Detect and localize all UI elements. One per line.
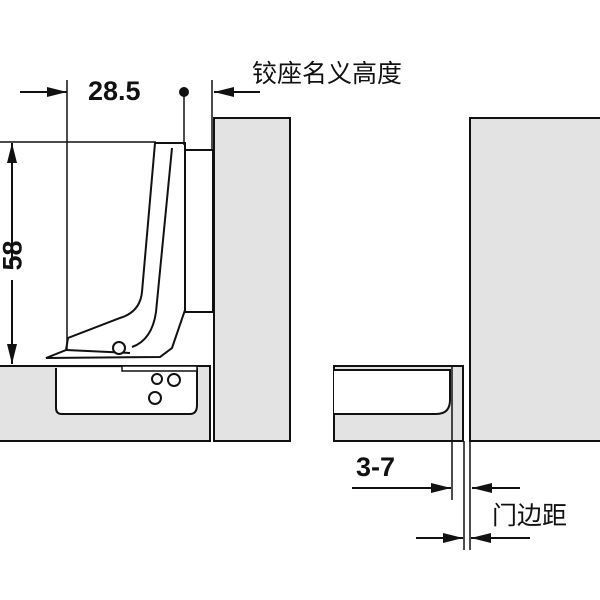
screw-hole: [167, 373, 181, 387]
screw-hole: [148, 391, 162, 405]
hinge-base-height-label: 铰座名义高度: [252, 59, 403, 88]
screw-hole: [151, 373, 163, 385]
overlay-range-label: 3-7: [356, 452, 396, 482]
cabinet-side-panel-left: [213, 117, 291, 442]
dot-icon: [179, 87, 189, 97]
mounting-plate: [184, 149, 214, 313]
door-gap-label: 门边距: [492, 501, 568, 530]
cabinet-side-panel-right: [469, 117, 600, 442]
height-dimension-label: 58: [0, 240, 28, 271]
hinge-cup-right: [334, 369, 451, 415]
hinge-arm: [45, 142, 186, 359]
hinge-cover-strip: [121, 365, 198, 372]
hinge-arm-inner-line: [131, 147, 173, 348]
width-dimension-label: 28.5: [88, 76, 141, 106]
screw-hole: [112, 341, 126, 355]
